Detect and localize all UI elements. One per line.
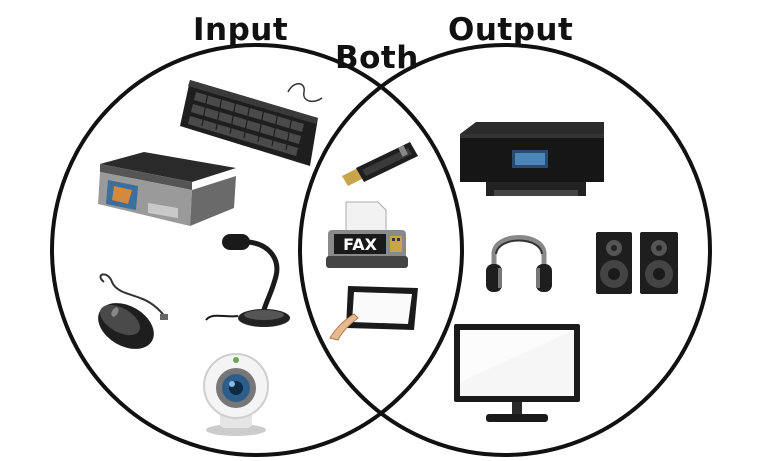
keyboard-icon — [176, 78, 326, 170]
both-label: Both — [335, 40, 419, 76]
microphone-icon — [202, 230, 290, 330]
fax-label: FAX — [343, 235, 377, 254]
printer-icon — [456, 120, 606, 202]
speakers-icon — [594, 230, 680, 296]
input-label: Input — [193, 12, 289, 48]
headphones-icon — [484, 218, 554, 296]
fax-machine-icon: FAX — [324, 200, 410, 272]
usb-drive-icon — [338, 140, 422, 188]
mouse-icon — [90, 272, 170, 352]
input-circle — [50, 43, 464, 457]
scanner-icon — [98, 152, 238, 230]
touchscreen-tablet-icon — [328, 284, 420, 342]
monitor-icon — [452, 322, 582, 426]
output-circle — [298, 43, 712, 457]
output-label: Output — [448, 12, 574, 48]
webcam-icon — [198, 352, 274, 438]
